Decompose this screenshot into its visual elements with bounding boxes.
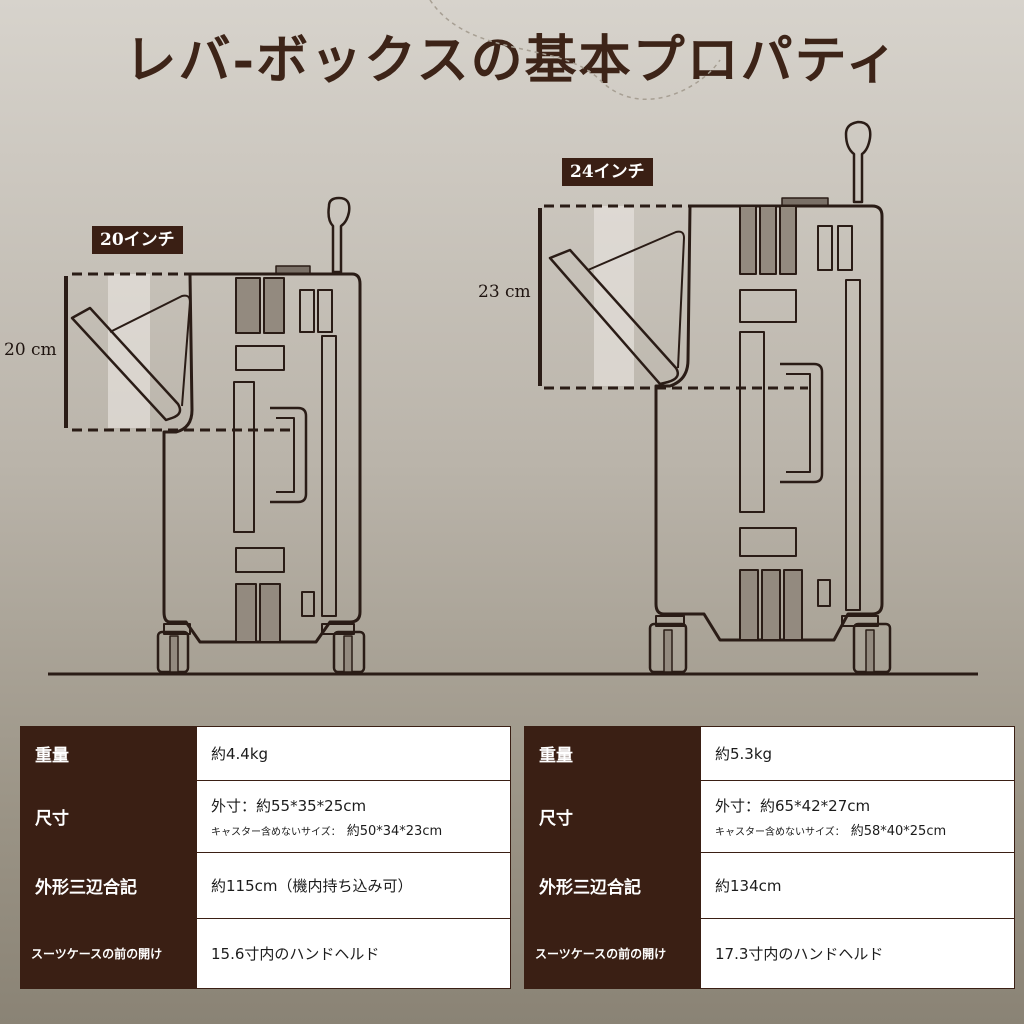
decorative-curve <box>429 0 721 100</box>
size-inner: キャスター含めないサイズ： 約50*34*23cm <box>211 820 510 839</box>
weight-value: 約4.4kg <box>196 726 511 781</box>
front-open-label: スーツケースの前の開け <box>20 918 197 989</box>
spec-table-20-inch: 重量 約4.4kg 尺寸 外寸：約55*35*25cm キャスター含めないサイズ… <box>20 726 511 989</box>
size-outer: 外寸：約65*42*27cm <box>715 796 871 815</box>
front-open-value: 17.3寸内のハンドヘルド <box>700 918 1015 989</box>
size-inner-label: キャスター含めないサイズ： <box>715 826 845 838</box>
spec-table-24-inch: 重量 約5.3kg 尺寸 外寸：約65*42*27cm キャスター含めないサイズ… <box>524 726 1015 989</box>
three-sides-label: 外形三辺合記 <box>20 852 197 919</box>
table-row: 重量 約5.3kg <box>524 726 1015 781</box>
weight-label: 重量 <box>20 726 197 781</box>
size-value: 外寸：約65*42*27cm キャスター含めないサイズ： 約58*40*25cm <box>700 780 1015 853</box>
size-tag-20-inch: 20インチ <box>92 226 183 254</box>
table-row: 重量 約4.4kg <box>20 726 511 781</box>
size-outer: 外寸：約55*35*25cm <box>211 796 367 815</box>
front-open-value: 15.6寸内のハンドヘルド <box>196 918 511 989</box>
suitcase-24-inch-illustration <box>538 120 892 674</box>
size-inner-label: キャスター含めないサイズ： <box>211 826 341 838</box>
table-row: 外形三辺合記 約115cm（機内持ち込み可） <box>20 852 511 919</box>
size-inner-value: 約50*34*23cm <box>346 823 443 839</box>
table-row: 外形三辺合記 約134cm <box>524 852 1015 919</box>
table-row: 尺寸 外寸：約65*42*27cm キャスター含めないサイズ： 約58*40*25… <box>524 780 1015 853</box>
front-open-label: スーツケースの前の開け <box>524 918 701 989</box>
dimension-label-23cm: 23 cm <box>478 282 531 302</box>
suitcase-20-inch-illustration <box>64 196 366 674</box>
size-label: 尺寸 <box>20 780 197 853</box>
size-inner-value: 約58*40*25cm <box>850 823 947 839</box>
table-row: スーツケースの前の開け 15.6寸内のハンドヘルド <box>20 918 511 989</box>
weight-value: 約5.3kg <box>700 726 1015 781</box>
size-label: 尺寸 <box>524 780 701 853</box>
three-sides-value: 約134cm <box>700 852 1015 919</box>
size-value: 外寸：約55*35*25cm キャスター含めないサイズ： 約50*34*23cm <box>196 780 511 853</box>
page-title: レバ-ボックスの基本プロパティ <box>124 30 900 91</box>
dimension-label-20cm: 20 cm <box>4 340 57 360</box>
size-inner: キャスター含めないサイズ： 約58*40*25cm <box>715 820 1014 839</box>
weight-label: 重量 <box>524 726 701 781</box>
size-tag-24-inch: 24インチ <box>562 158 653 186</box>
three-sides-label: 外形三辺合記 <box>524 852 701 919</box>
illustration-canvas <box>48 0 978 676</box>
table-row: 尺寸 外寸：約55*35*25cm キャスター含めないサイズ： 約50*34*23… <box>20 780 511 853</box>
table-row: スーツケースの前の開け 17.3寸内のハンドヘルド <box>524 918 1015 989</box>
three-sides-value: 約115cm（機内持ち込み可） <box>196 852 511 919</box>
